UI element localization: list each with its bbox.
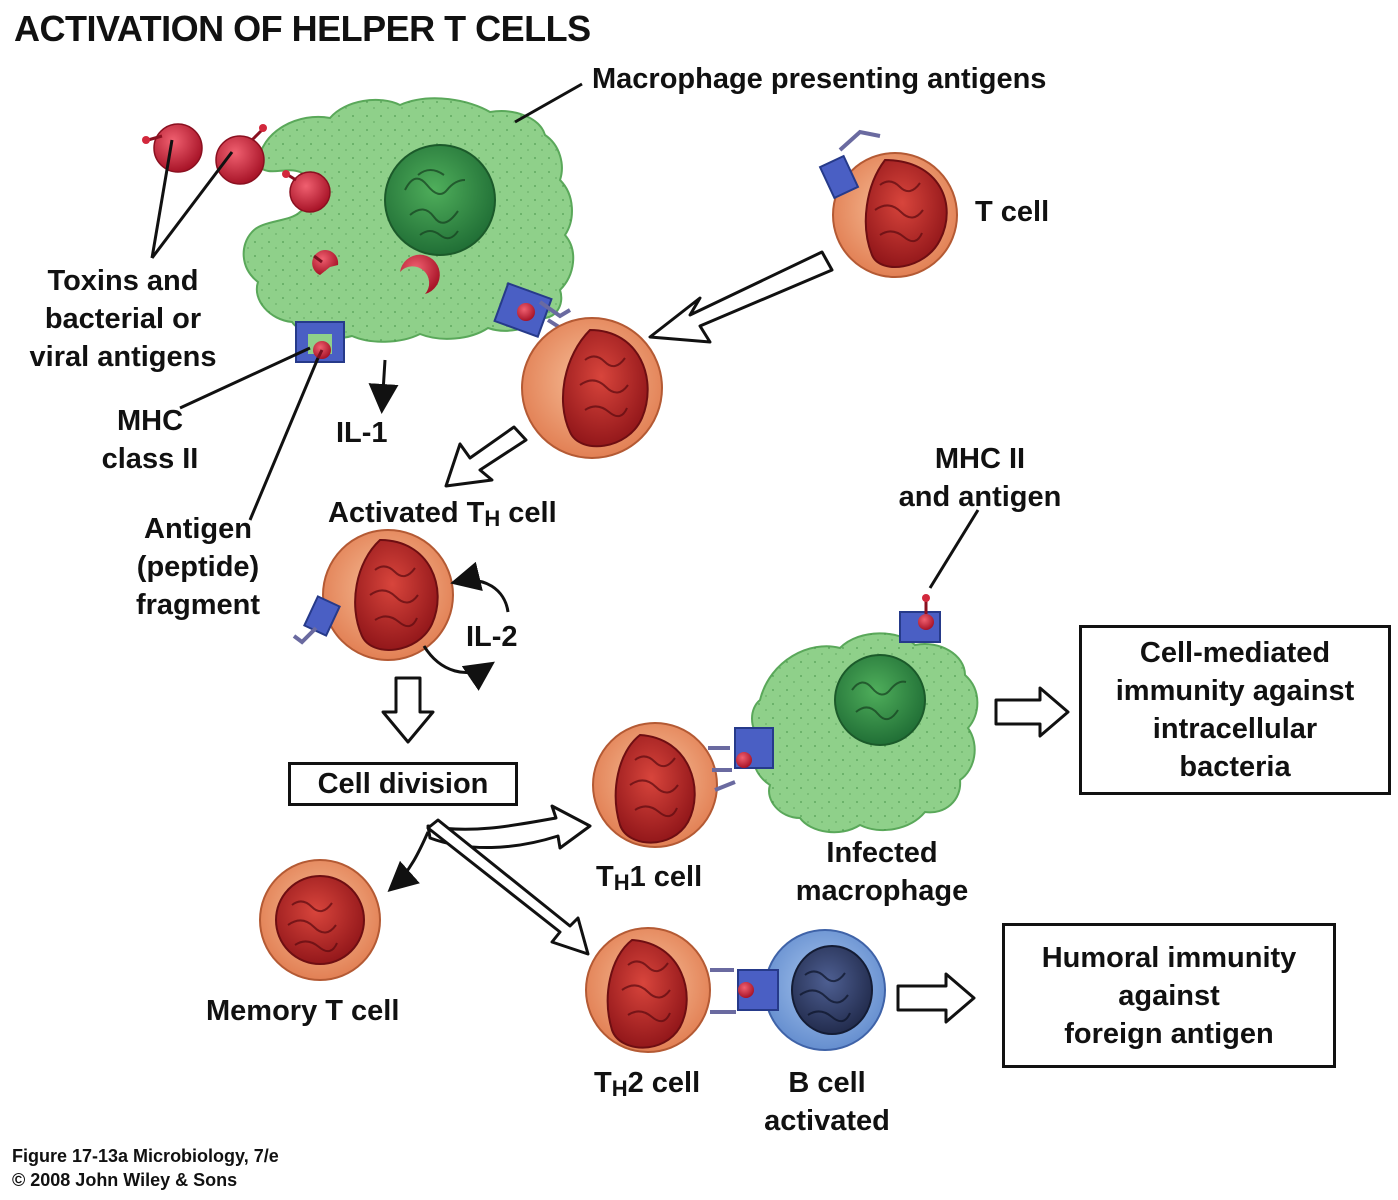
label-toxins: Toxins and bacterial or viral antigens xyxy=(29,265,217,373)
memory-branch-arrow xyxy=(387,831,430,892)
label-infected-macrophage: Infected macrophage xyxy=(795,837,969,907)
naive-t-cell xyxy=(818,129,958,278)
label-t-cell: T cell xyxy=(975,196,1050,228)
box-cell-division: Cell division xyxy=(288,762,518,806)
label-il1: IL-1 xyxy=(336,417,388,449)
figure-caption: Figure 17-13a Microbiology, 7/e © 2008 J… xyxy=(12,1146,279,1190)
il2-loop-arrow-top xyxy=(450,561,510,613)
memory-t-cell xyxy=(259,859,381,981)
box-cell-mediated-immunity: Cell-mediated immunity against intracell… xyxy=(1079,625,1391,795)
box-humoral-immunity: Humoral immunity against foreign antigen xyxy=(1002,923,1336,1068)
label-activated-th-cell: Activated TH cell xyxy=(328,497,557,531)
label-memory-t-cell: Memory T cell xyxy=(206,995,400,1027)
bound-t-cell xyxy=(521,317,663,459)
activated-th-cell xyxy=(292,529,454,661)
diagram-title: ACTIVATION OF HELPER T CELLS xyxy=(14,8,591,49)
label-antigen-fragment: Antigen (peptide) fragment xyxy=(135,513,261,621)
label-macrophage-presenting: Macrophage presenting antigens xyxy=(592,63,1047,95)
label-mhc-class-ii: MHC class II xyxy=(101,405,199,475)
infected-macrophage xyxy=(708,594,979,834)
label-mhc-ii-antigen: MHC II and antigen xyxy=(898,443,1062,513)
free-antigens xyxy=(142,123,331,213)
th2-cell xyxy=(585,927,711,1053)
b-cell xyxy=(710,929,886,1051)
il2-loop-arrow-bottom xyxy=(422,645,495,691)
label-th2-cell: TH2 cell xyxy=(594,1067,701,1101)
label-th1-cell: TH1 cell xyxy=(596,861,703,895)
label-il2: IL-2 xyxy=(466,621,518,653)
il1-arrow xyxy=(368,359,399,414)
th1-cell xyxy=(592,722,718,848)
leader-lines xyxy=(150,82,980,589)
block-arrows xyxy=(381,250,1070,1024)
macrophage-cell xyxy=(242,97,575,363)
label-b-cell-activated: B cell activated xyxy=(764,1067,890,1137)
